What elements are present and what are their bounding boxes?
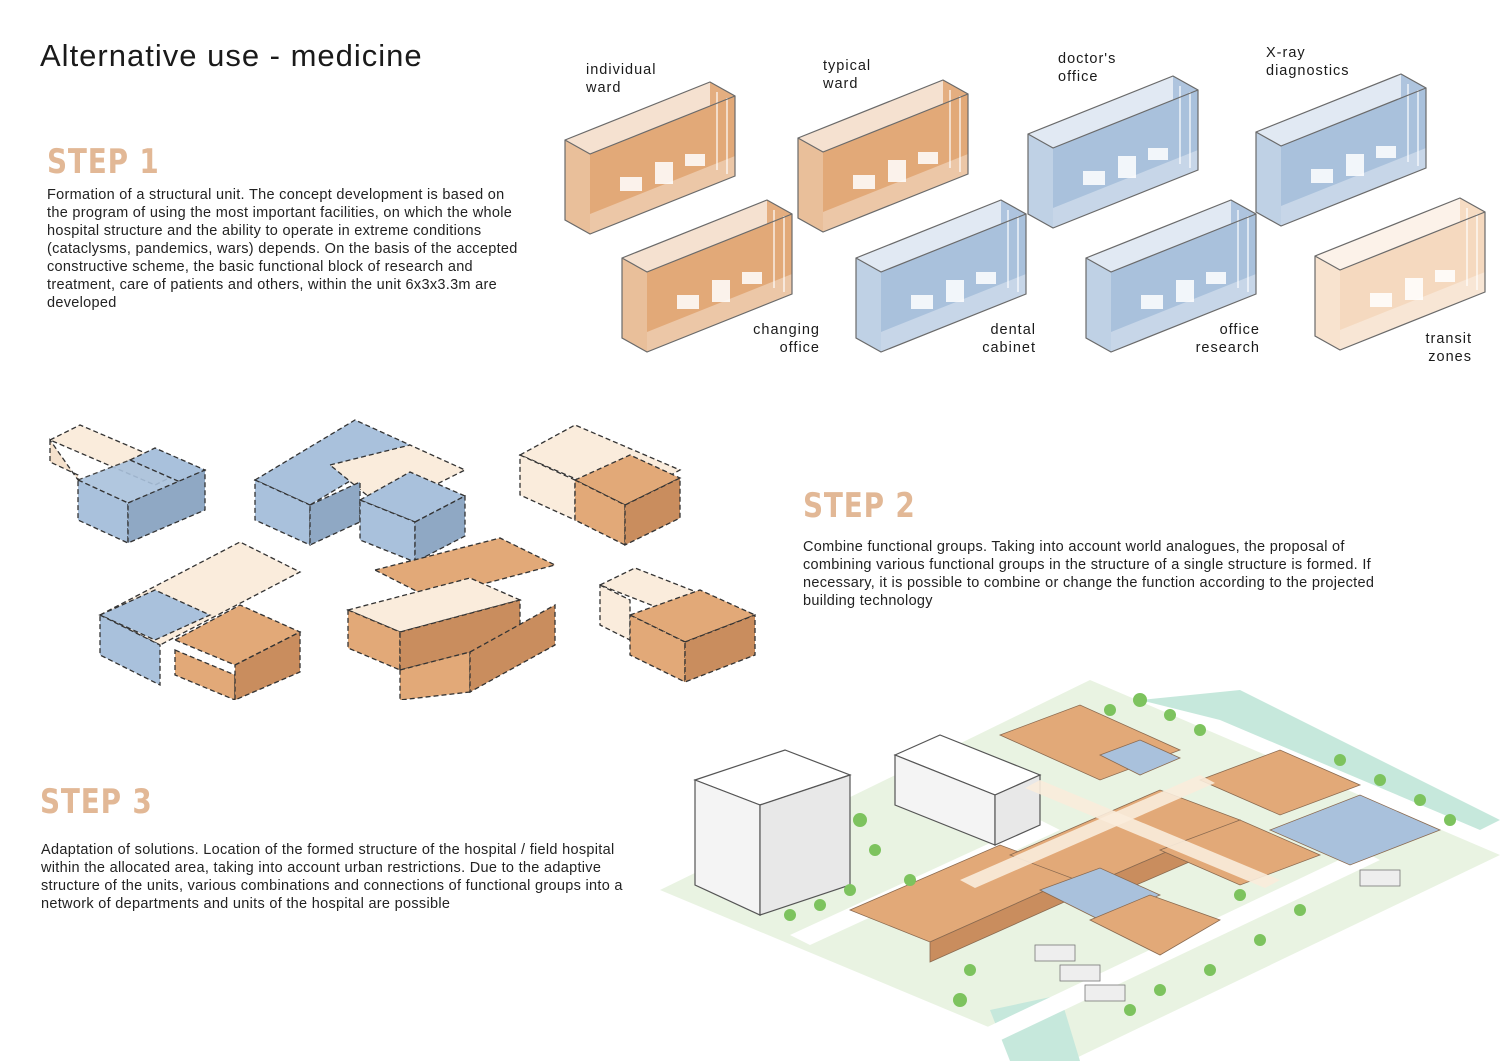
functional-groups [48, 419, 757, 700]
unit-typical-ward [797, 79, 969, 233]
step1-text: Formation of a structural unit. The conc… [47, 187, 518, 311]
step3-heading: STEP 3 [40, 782, 153, 822]
group-4 [98, 541, 302, 700]
unit-boxes [564, 73, 1486, 353]
unit-individual-ward [564, 81, 736, 235]
unit-changing-office [621, 199, 793, 353]
group-2 [253, 419, 467, 564]
group-5 [345, 537, 557, 700]
small-units [1034, 869, 1401, 1002]
page-title: Alternative use - medicine [40, 38, 423, 73]
unit-transit-zones [1314, 197, 1486, 351]
unit-dental-cabinet [855, 199, 1027, 353]
building-medium [893, 734, 1042, 846]
building-tall [693, 749, 852, 916]
step2-text: Combine functional groups. Taking into a… [803, 539, 1375, 609]
group-1 [48, 424, 207, 545]
water-north [1140, 690, 1500, 830]
step1-heading: STEP 1 [47, 142, 160, 182]
unit-xray-diagnostics [1255, 73, 1427, 227]
group-3 [518, 424, 682, 547]
site-plan [660, 680, 1500, 1061]
unit-doctors-office [1027, 75, 1199, 229]
step3-text: Adaptation of solutions. Location of the… [41, 842, 623, 912]
trees [784, 693, 1456, 1016]
hospital-modules [848, 704, 1442, 963]
unit-office-research [1085, 199, 1257, 353]
group-6 [598, 567, 757, 684]
step2-heading: STEP 2 [803, 486, 916, 526]
